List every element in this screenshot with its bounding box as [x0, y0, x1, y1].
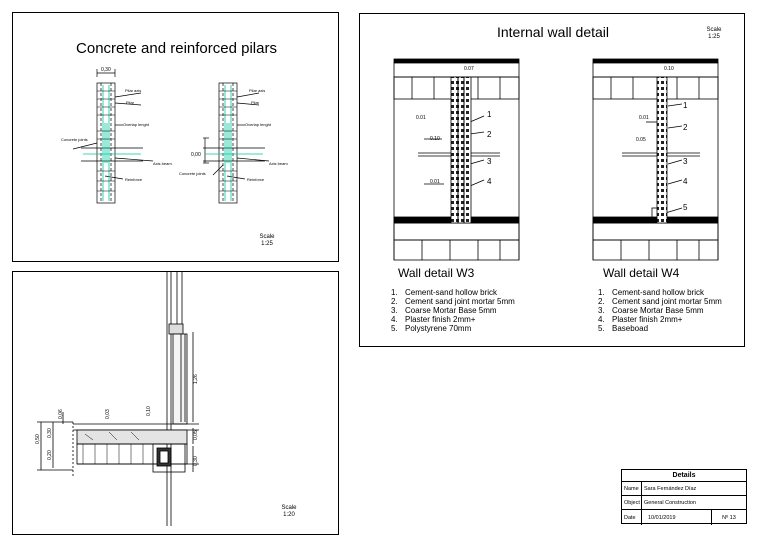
- list-item: 3.Coarse Mortar Base 5mm: [391, 306, 497, 315]
- dim-wall-height: 1,26: [193, 374, 199, 384]
- pillar-width-dim: 0,30: [101, 67, 111, 73]
- w3-callout-2: 2: [487, 130, 492, 139]
- date-value: 10/01/2019: [642, 510, 712, 525]
- overlap-dim: 0,00: [191, 152, 201, 158]
- w4-materials-list: 1.Cement-sand hollow brick 2.Cement sand…: [598, 288, 722, 333]
- w4-title: Wall detail W4: [603, 266, 680, 280]
- overlap-label-left: Overlap lenght: [123, 122, 150, 127]
- w3-callout-3: 3: [487, 157, 492, 166]
- object-value: General Construction: [644, 500, 696, 506]
- list-item: 2.Cement sand joint mortar 5mm: [598, 297, 722, 306]
- w4-callout-3: 3: [683, 157, 688, 166]
- wall-detail-panel: Internal wall detail Scale 1:25: [359, 13, 745, 347]
- section-scale: Scale 1:20: [276, 505, 302, 519]
- name-label: Name: [622, 482, 642, 496]
- reinforce-label-right: Reinforce: [247, 177, 265, 182]
- concrete-joints-label-right: Concrete joints: [179, 171, 206, 176]
- details-title: Details: [672, 472, 696, 479]
- pillars-drawing-panel: Concrete and reinforced pilars: [12, 12, 339, 262]
- date-label: Date: [622, 510, 642, 525]
- section-drawing-panel: 1,26 0,50 0,30 0,20 0,06 0,03 0,10 0,05 …: [12, 271, 339, 535]
- pilar-axis-label-left: Pilar axis: [125, 88, 141, 93]
- w3-callout-4: 4: [487, 177, 492, 186]
- pilar-axis-label-right: Pilar axis: [249, 88, 265, 93]
- pillars-title: Concrete and reinforced pilars: [76, 40, 277, 57]
- list-item: 2.Cement sand joint mortar 5mm: [391, 297, 515, 306]
- dim-slab-lower: 0,20: [47, 450, 53, 460]
- pillars-scale: Scale 1:25: [253, 234, 281, 248]
- list-item: 1.Cement-sand hollow brick: [598, 288, 705, 297]
- dim-topping: 0,06: [58, 409, 64, 419]
- wall-scale: Scale 1:25: [700, 27, 728, 41]
- wall-scale-value: 1:25: [708, 34, 720, 40]
- dim-upstand: 0,10: [146, 406, 152, 416]
- wall-detail-title: Internal wall detail: [496, 24, 610, 40]
- pilar-label-right: Pilar: [251, 100, 260, 105]
- details-title-block: Details Name Sara Fernández Díaz Object …: [621, 469, 747, 525]
- wall-details-drawing: 0.07 0.01 0.10 0.01 0.10 0.01 0.05 1 2 3…: [393, 58, 719, 261]
- w3-materials-list: 1.Cement-sand hollow brick 2.Cement sand…: [391, 288, 515, 333]
- dim-slab-upper: 0,30: [47, 428, 53, 438]
- dim-beam-upper: 0,05: [193, 430, 199, 440]
- w3-title: Wall detail W3: [398, 266, 475, 280]
- pillars-drawing: 0,30 Pilar axis Pilar Overlap lenght Con…: [61, 67, 288, 204]
- details-header-row: Details: [622, 470, 746, 481]
- w4-top-dim: 0.10: [664, 66, 674, 72]
- w4-callout-5: 5: [683, 203, 688, 212]
- section-scale-label: Scale: [281, 505, 297, 511]
- details-date-row: Date 10/01/2019 Nº 13: [622, 509, 746, 525]
- axis-beam-label-right: Axis beam: [269, 161, 288, 166]
- w4-callout-2: 2: [683, 123, 688, 132]
- dim-beam-lower: 0,30: [193, 456, 199, 466]
- reinforce-label-left: Reinforce: [125, 177, 143, 182]
- floor-section-drawing: 1,26 0,50 0,30 0,20 0,06 0,03 0,10 0,05 …: [35, 272, 199, 526]
- list-item: 5.Baseboad: [598, 324, 649, 333]
- overlap-label-right: Overlap lenght: [245, 122, 272, 127]
- section-scale-value: 1:20: [283, 512, 295, 518]
- name-value: Sara Fernández Díaz: [644, 486, 697, 492]
- w4-dim-1: 0.01: [639, 115, 649, 121]
- list-item: 1.Cement-sand hollow brick: [391, 288, 498, 297]
- w3-dim-1: 0.01: [416, 115, 426, 121]
- details-object-row: Object General Construction: [622, 495, 746, 510]
- w3-callout-1: 1: [487, 110, 492, 119]
- object-label: Object: [622, 496, 642, 510]
- axis-beam-label-left: Axis beam: [153, 161, 172, 166]
- list-item: 5.Polystyrene 70mm: [391, 324, 472, 333]
- w3-dim-3: 0.01: [430, 179, 440, 185]
- pillars-scale-label: Scale: [259, 234, 275, 240]
- dim-finish: 0,03: [105, 409, 111, 419]
- w4-callout-4: 4: [683, 177, 688, 186]
- list-item: 3.Coarse Mortar Base 5mm: [598, 306, 704, 315]
- pilar-label-left: Pilar: [126, 100, 135, 105]
- sheet-number: Nº 13: [722, 514, 736, 521]
- w4-dim-2: 0.05: [636, 137, 646, 143]
- concrete-joints-label-left: Concrete joints: [61, 137, 88, 142]
- w3-dim-2: 0.10: [430, 136, 440, 142]
- details-name-row: Name Sara Fernández Díaz: [622, 481, 746, 496]
- list-item: 4.Plaster finish 2mm+: [598, 315, 683, 324]
- pillars-scale-value: 1:25: [261, 241, 273, 247]
- w3-top-dim: 0.07: [464, 66, 474, 72]
- w4-callout-1: 1: [683, 101, 688, 110]
- list-item: 4.Plaster finish 2mm+: [391, 315, 476, 324]
- wall-scale-label: Scale: [706, 27, 722, 33]
- dim-slab-total: 0,50: [35, 434, 41, 444]
